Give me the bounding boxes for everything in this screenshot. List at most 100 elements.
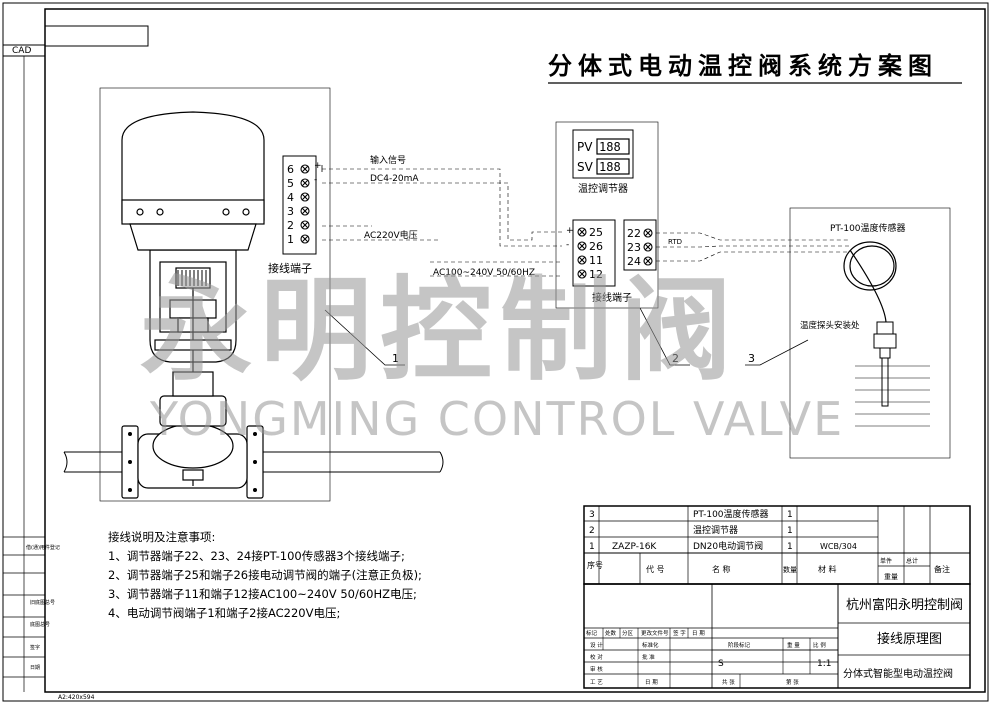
tb-weight: 重 量 bbox=[787, 641, 800, 649]
drawing-name: 接线原理图 bbox=[877, 631, 942, 647]
actuator-terminal-number: 2 bbox=[287, 219, 294, 232]
tb-scale: 比 例 bbox=[813, 641, 826, 649]
sensor-enclosure bbox=[789, 207, 951, 459]
tb-review: 审 核 bbox=[590, 665, 603, 673]
bom-header-total: 总计 bbox=[906, 557, 918, 565]
callout-1: 1 bbox=[392, 352, 399, 365]
ac220-label: AC220V电压 bbox=[364, 229, 418, 241]
tb-check: 校 对 bbox=[590, 653, 603, 661]
product-name: 分体式智能型电动温控阀 bbox=[843, 667, 953, 680]
tb-craft: 工 艺 bbox=[590, 679, 603, 686]
pipeline bbox=[63, 451, 444, 473]
controller-terminal-label: 接线端子 bbox=[592, 291, 632, 304]
bom-qty: 1 bbox=[787, 542, 793, 552]
tb-sheet: 第 张 bbox=[786, 678, 799, 686]
actuator-terminal-number: 3 bbox=[287, 205, 294, 218]
actuator-terminal-block bbox=[282, 155, 317, 255]
tb-date: 日 期 bbox=[692, 630, 705, 637]
table-row: 1 ZAZP-16K DN20电动调节阀 1 WCB/304 bbox=[589, 540, 857, 552]
inner-frame bbox=[44, 8, 986, 693]
bom-header-no: 序号 bbox=[587, 560, 603, 570]
tb-total: 共 张 bbox=[722, 678, 735, 686]
terminal-screw-icon bbox=[300, 178, 310, 188]
fluid-level bbox=[855, 365, 930, 427]
callout-2: 2 bbox=[672, 352, 679, 365]
terminal-screw-icon bbox=[300, 220, 310, 230]
controller-left-terminal-block bbox=[572, 219, 616, 287]
sv-label: SV bbox=[577, 160, 594, 174]
company-name: 杭州富阳永明控制阀 bbox=[846, 597, 963, 613]
terminal-screw-icon bbox=[577, 241, 587, 251]
rtd-label: RTD bbox=[668, 238, 682, 246]
bom-name: 温控调节器 bbox=[693, 524, 738, 536]
outer-frame bbox=[2, 2, 989, 702]
terminal-screw-icon bbox=[577, 255, 587, 265]
terminal-screw-icon bbox=[300, 192, 310, 202]
controller-terminal-number: 11 bbox=[589, 254, 603, 267]
bom-header-code: 代 号 bbox=[646, 564, 665, 574]
pv-label: PV bbox=[577, 140, 593, 154]
bom-header-material: 材 料 bbox=[818, 564, 837, 574]
bom-no: 3 bbox=[589, 510, 595, 520]
controller-terminal-number: 26 bbox=[589, 240, 603, 253]
note-item: 1、调节器端子22、23、24接PT-100传感器3个接线端子; bbox=[108, 549, 405, 563]
actuator-terminal-number: 5 bbox=[287, 177, 294, 190]
controller-display bbox=[572, 129, 634, 179]
tb-mark: 标记 bbox=[586, 629, 598, 637]
sensor-name: PT-100温度传感器 bbox=[830, 222, 906, 234]
controller-terminal-number: 12 bbox=[589, 268, 603, 281]
tb-sign: 签 字 bbox=[673, 629, 686, 637]
terminal-screw-icon bbox=[643, 228, 653, 238]
actuator bbox=[121, 111, 265, 251]
input-signal-label: 输入信号 bbox=[370, 154, 406, 166]
actuator-enclosure bbox=[99, 87, 331, 502]
polarity-sign: + bbox=[566, 226, 574, 236]
terminal-screw-icon bbox=[643, 256, 653, 266]
side-label: 旧底图总号 bbox=[30, 599, 55, 606]
note-item: 3、调节器端子11和端子12接AC100~240V 50/60HZ电压; bbox=[108, 587, 417, 601]
side-label: 日期 bbox=[30, 665, 40, 671]
actuator-terminal-number: 6 bbox=[287, 163, 294, 176]
page-title: 分体式电动温控阀系统方案图 bbox=[548, 52, 938, 80]
tb-approve: 批 准 bbox=[642, 653, 655, 661]
tb-stage-value: S bbox=[718, 659, 724, 669]
terminal-screw-icon bbox=[577, 227, 587, 237]
ac100-label: AC100~240V 50/60HZ bbox=[433, 268, 535, 278]
dc-signal-label: DC4-20mA bbox=[370, 174, 419, 184]
tb-stage-mark: 阶段标记 bbox=[728, 641, 751, 649]
controller-enclosure bbox=[555, 121, 659, 309]
bom-header-qty: 数量 bbox=[783, 565, 797, 574]
bom-name: DN20电动调节阀 bbox=[693, 540, 763, 552]
pv-value: 188 bbox=[599, 140, 621, 154]
note-item: 2、调节器端子25和端子26接电动调节阀的端子(注意正负极); bbox=[108, 568, 422, 582]
bom-material: WCB/304 bbox=[820, 542, 857, 551]
bom-qty: 1 bbox=[787, 510, 793, 520]
controller-terminal-number: 24 bbox=[627, 255, 641, 268]
notes-heading: 接线说明及注意事项: bbox=[108, 530, 216, 544]
callout-leaders bbox=[324, 307, 809, 366]
side-label: 签字 bbox=[30, 644, 40, 651]
bom-header-unit: 单件 bbox=[880, 557, 892, 565]
valve-yoke bbox=[149, 249, 237, 372]
tb-design: 设 计 bbox=[590, 641, 603, 649]
note-item: 4、电动调节阀端子1和端子2接AC220V电压; bbox=[108, 606, 341, 620]
tb-zone: 分区 bbox=[622, 629, 634, 637]
sensor-probe bbox=[873, 321, 897, 407]
bom-no: 1 bbox=[589, 542, 595, 552]
title-block bbox=[583, 583, 971, 689]
controller-name: 温控调节器 bbox=[578, 182, 628, 195]
tb-date2: 日 期 bbox=[645, 679, 658, 686]
bom-code: ZAZP-16K bbox=[612, 542, 657, 552]
sv-value: 188 bbox=[599, 160, 621, 174]
bom-name: PT-100温度传感器 bbox=[693, 508, 769, 520]
polarity-sign: - bbox=[314, 175, 317, 185]
side-label: 借(通)用件登记 bbox=[26, 544, 60, 551]
bom-header-name: 名 称 bbox=[712, 564, 731, 574]
terminal-screw-icon bbox=[577, 269, 587, 279]
actuator-terminal-number: 1 bbox=[287, 233, 294, 246]
paper-size: A2:420x594 bbox=[58, 694, 95, 701]
